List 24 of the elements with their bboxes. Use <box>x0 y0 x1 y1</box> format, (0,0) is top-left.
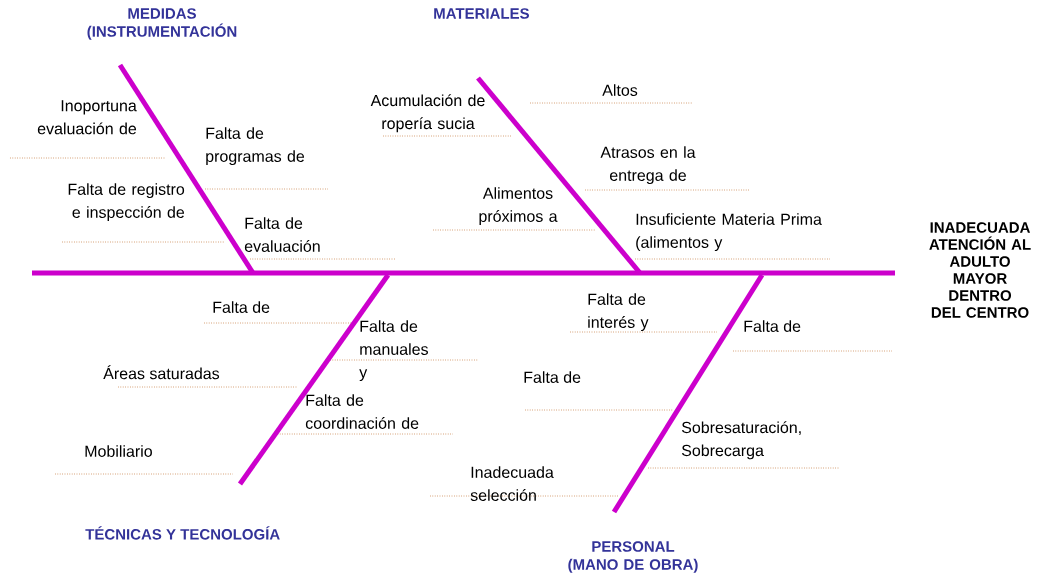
category-heading: MEDIDAS (INSTRUMENTACIÓN <box>87 8 237 40</box>
cause-label: Falta de <box>213 301 270 313</box>
category-heading: MATERIALES <box>434 8 529 19</box>
cause-label: Inadecuada selección <box>470 466 554 501</box>
cause-label: Falta de interés y <box>588 293 649 332</box>
cause-label: Mobiliario <box>85 445 152 457</box>
category-heading: PERSONAL (MANO DE OBRA) <box>568 541 698 573</box>
cause-label: Falta de evaluación <box>244 217 320 252</box>
cause-label: Insuficiente Materia Prima (alimentos y <box>636 213 822 252</box>
cause-label: Falta de coordinación de <box>305 394 419 429</box>
effect-label: INADECUADA ATENCIÓN AL ADULTO MAYOR DENTRO DEL CENTRO <box>929 222 1031 318</box>
cause-label: Acumulación de ropería sucia <box>370 94 485 133</box>
cause-label: Falta de <box>524 371 581 383</box>
cause-label: Áreas saturadas <box>103 365 220 380</box>
category-heading: TÉCNICAS Y TECNOLOGÍA <box>85 526 280 540</box>
cause-label: Falta de registro e inspección de <box>68 183 185 222</box>
cause-label: Altos <box>602 84 638 96</box>
cause-label: Falta de programas de <box>206 127 305 166</box>
cause-label: Sobresaturación, Sobrecarga <box>681 421 801 460</box>
cause-label: Inoportuna evaluación de <box>37 100 137 135</box>
cause-label: Falta de manuales y <box>359 320 428 382</box>
cause-label: Falta de <box>744 320 801 332</box>
cause-label: Alimentos próximos a <box>479 187 558 226</box>
cause-label: Atrasos en la entrega de <box>600 146 696 185</box>
